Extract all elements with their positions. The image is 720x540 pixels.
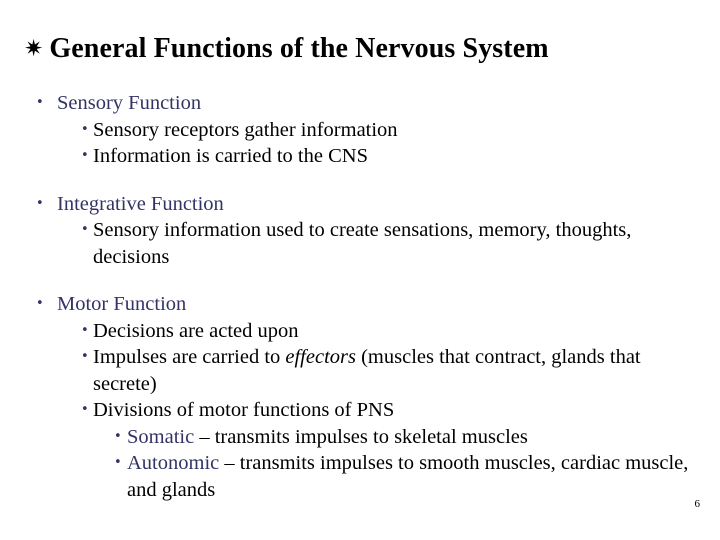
bullet-item-autonomic: • Autonomic – transmits impulses to smoo… (0, 450, 700, 503)
bullet-item-information-cns: • Information is carried to the CNS (0, 143, 700, 170)
bullet-block-motor: • Motor Function • Decisions are acted u… (0, 291, 700, 503)
page-number: 6 (694, 498, 701, 510)
bullet-label: Autonomic – transmits impulses to smooth… (127, 452, 688, 501)
bullet-item-impulses-effectors: • Impulses are carried to effectors (mus… (0, 344, 700, 397)
autonomic-rest: transmits impulses to smooth muscles, ca… (127, 452, 689, 501)
bullet-item-motor-function: • Motor Function (0, 291, 700, 318)
bullet-item-divisions-pns: • Divisions of motor functions of PNS (0, 397, 700, 424)
page-title-text: General Functions of the Nervous System (49, 33, 549, 64)
bullet-label: Motor Function (57, 293, 187, 315)
bullet-dot-icon: • (81, 402, 89, 417)
bullet-label: Integrative Function (57, 192, 224, 215)
bullet-dot-icon: • (36, 296, 44, 311)
bullet-item-somatic: • Somatic – transmits impulses to skelet… (0, 424, 700, 451)
slide-body: • Sensory Function • Sensory receptors g… (0, 90, 700, 503)
impulses-text-after: (muscles that contract, glands that secr… (93, 346, 641, 395)
bullet-dot-icon: • (81, 349, 89, 364)
bullet-item-decisions-acted: • Decisions are acted upon (0, 318, 700, 345)
impulses-text-before: Impulses are carried to (93, 346, 286, 368)
bullet-dot-icon: • (81, 148, 89, 163)
page-title: ✷General Functions of the Nervous System (24, 33, 696, 64)
bullet-label: Information is carried to the CNS (93, 145, 368, 167)
bullet-dot-icon: • (81, 322, 89, 338)
autonomic-dash: – (219, 452, 240, 474)
bullet-dot-icon: • (114, 428, 122, 444)
bullet-label: Decisions are acted upon (93, 319, 299, 342)
bullet-dot-icon: • (81, 222, 89, 237)
bullet-item-integrative-function: • Integrative Function (0, 191, 700, 218)
bullet-label: Sensory information used to create sensa… (93, 219, 632, 268)
bullet-dot-icon: • (81, 121, 89, 137)
bullet-label: Divisions of motor functions of PNS (93, 399, 395, 421)
somatic-term: Somatic (127, 425, 195, 448)
eight-pointed-star-icon: ✷ (24, 36, 44, 62)
bullet-dot-icon: • (36, 195, 44, 211)
bullet-label: Somatic – transmits impulses to skeletal… (127, 426, 528, 448)
bullet-item-sensory-function: • Sensory Function (0, 90, 700, 117)
autonomic-term: Autonomic (127, 452, 220, 474)
bullet-dot-icon: • (36, 95, 44, 110)
impulses-text-italic: effectors (285, 346, 356, 368)
bullet-item-sensory-information: • Sensory information used to create sen… (0, 217, 700, 270)
bullet-label: Sensory receptors gather information (93, 118, 398, 141)
bullet-dot-icon: • (114, 455, 122, 470)
somatic-dash: – (194, 425, 215, 448)
bullet-block-integrative: • Integrative Function • Sensory informa… (0, 191, 700, 271)
bullet-label: Impulses are carried to effectors (muscl… (93, 346, 641, 395)
bullet-block-sensory: • Sensory Function • Sensory receptors g… (0, 90, 700, 170)
somatic-rest: transmits impulses to skeletal muscles (214, 425, 528, 448)
bullet-label: Sensory Function (57, 92, 202, 114)
bullet-item-sensory-receptors: • Sensory receptors gather information (0, 117, 700, 144)
